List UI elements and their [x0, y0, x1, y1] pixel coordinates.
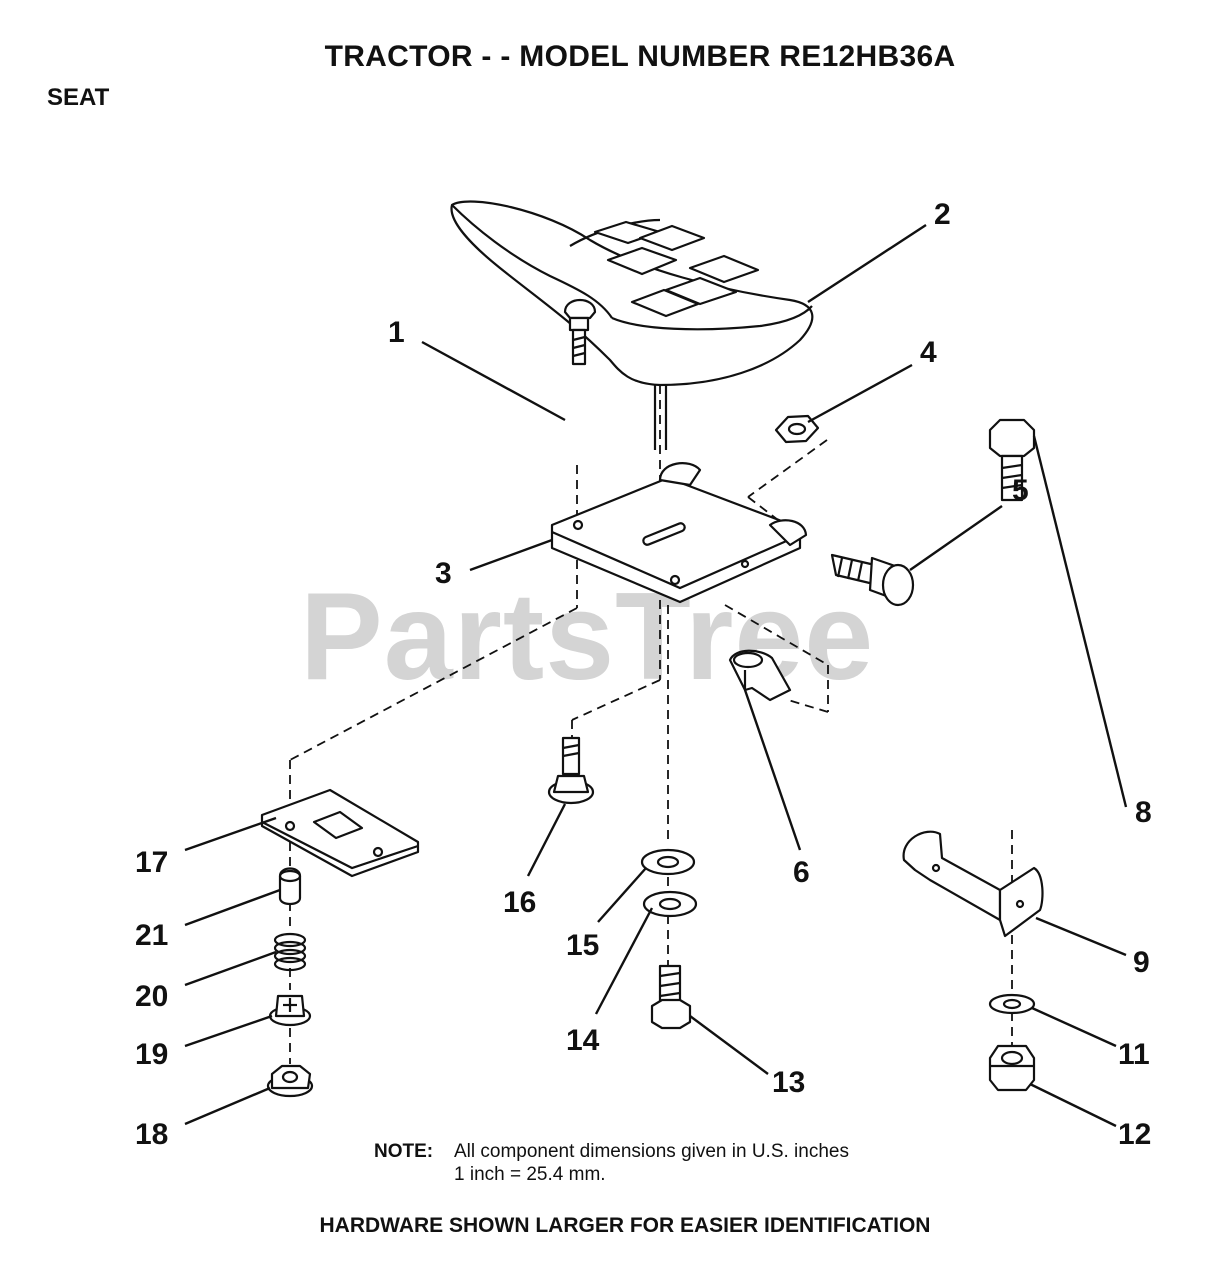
note-line-1: All component dimensions given in U.S. i… — [454, 1141, 849, 1162]
spring-clip — [728, 649, 792, 702]
flange-bolt — [547, 736, 595, 805]
callout-15: 15 — [566, 929, 599, 962]
callout-numbers: 1 2 3 4 5 6 8 9 11 12 13 14 15 16 17 18 … — [135, 198, 1152, 1151]
callout-1: 1 — [388, 316, 405, 349]
washer-11 — [988, 993, 1036, 1015]
callout-19: 19 — [135, 1038, 168, 1071]
callout-16: 16 — [503, 886, 536, 919]
hex-bolt-8 — [988, 418, 1036, 502]
assembly-dashed-lines — [289, 385, 1013, 1064]
seat-bracket — [550, 462, 808, 604]
seat — [450, 200, 814, 450]
callout-20: 20 — [135, 980, 168, 1013]
callout-2: 2 — [934, 198, 951, 231]
flange-nut — [266, 1064, 314, 1098]
callout-6: 6 — [793, 856, 810, 889]
lock-nut — [988, 1044, 1036, 1092]
spring — [273, 932, 307, 972]
callout-11: 11 — [1118, 1038, 1150, 1071]
callout-3: 3 — [435, 557, 452, 590]
mounting-bracket — [902, 830, 1044, 938]
footer-text: HARDWARE SHOWN LARGER FOR EASIER IDENTIF… — [319, 1214, 931, 1237]
hex-nut-small — [774, 414, 820, 444]
washer-15 — [640, 848, 696, 876]
callout-18: 18 — [135, 1118, 168, 1151]
callout-14: 14 — [566, 1024, 600, 1057]
callout-12: 12 — [1118, 1118, 1151, 1151]
callout-9: 9 — [1133, 946, 1150, 979]
section-label: SEAT — [47, 84, 110, 111]
callout-13: 13 — [772, 1066, 805, 1099]
leader-lines — [184, 223, 1128, 1128]
note-label: NOTE: — [374, 1141, 434, 1162]
callout-5: 5 — [1012, 474, 1029, 507]
pin — [278, 867, 302, 906]
bushing — [268, 994, 312, 1027]
washer-14 — [642, 890, 698, 918]
hex-bolt-13 — [650, 964, 692, 1030]
dimension-note: NOTE: All component dimensions given in U… — [374, 1140, 849, 1186]
shoulder-bolt — [830, 553, 915, 607]
callout-17: 17 — [135, 846, 168, 879]
callout-21: 21 — [135, 919, 168, 952]
slide-plate — [260, 788, 420, 878]
note-line-2: 1 inch = 25.4 mm. — [454, 1164, 606, 1185]
carriage-bolt — [563, 298, 597, 366]
page-title: TRACTOR - - MODEL NUMBER RE12HB36A — [324, 40, 956, 73]
callout-4: 4 — [920, 336, 937, 369]
callout-8: 8 — [1135, 796, 1152, 829]
